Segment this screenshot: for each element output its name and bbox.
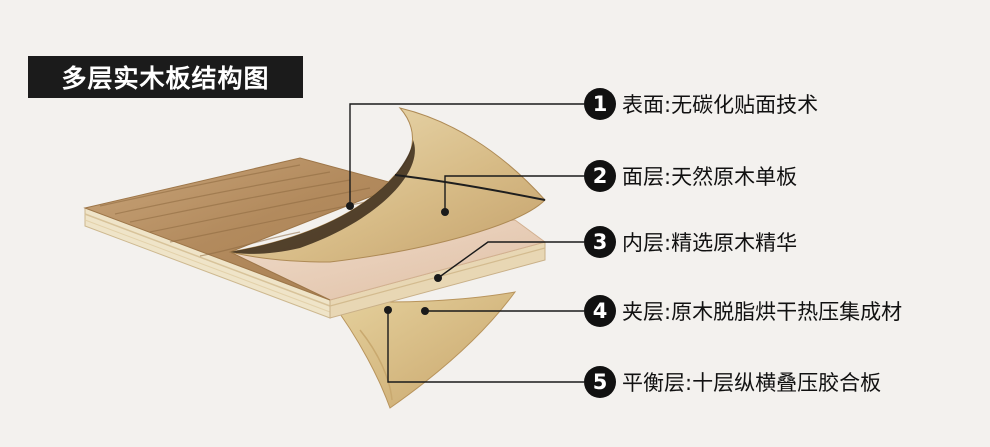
leader-line-1 [349, 103, 584, 206]
callout-2: 2 面层:天然原木单板 [584, 159, 797, 193]
balance-layer [328, 291, 517, 409]
diagram-title: 多层实木板结构图 [28, 56, 303, 98]
surface-layer [83, 157, 402, 301]
callout-badge: 2 [584, 160, 616, 192]
leader-line-5 [387, 310, 584, 383]
callout-badge: 3 [584, 226, 616, 258]
callout-badge: 1 [584, 88, 616, 120]
leader-dot-1 [346, 202, 354, 210]
leader-line-3 [437, 241, 584, 279]
callout-label: 表面:无碳化贴面技术 [622, 93, 819, 117]
callout-label: 内层:精选原木精华 [622, 231, 798, 255]
callout-3: 3 内层:精选原木精华 [584, 225, 797, 259]
callout-badge: 4 [584, 295, 616, 327]
callout-label: 平衡层:十层纵横叠压胶合板 [622, 371, 882, 395]
callout-label: 面层:天然原木单板 [622, 165, 798, 189]
leader-dot-2 [441, 208, 449, 216]
leader-dot-3 [434, 274, 442, 282]
callout-label: 夹层:原木脱脂烘干热压集成材 [622, 300, 903, 324]
callout-5: 5 平衡层:十层纵横叠压胶合板 [584, 365, 881, 399]
callout-4: 4 夹层:原木脱脂烘干热压集成材 [584, 294, 902, 328]
callout-1: 1 表面:无碳化贴面技术 [584, 87, 818, 121]
leader-dot-4 [421, 307, 429, 315]
callout-badge: 5 [584, 366, 616, 398]
leader-line-2 [444, 175, 584, 212]
leader-dot-5 [384, 306, 392, 314]
